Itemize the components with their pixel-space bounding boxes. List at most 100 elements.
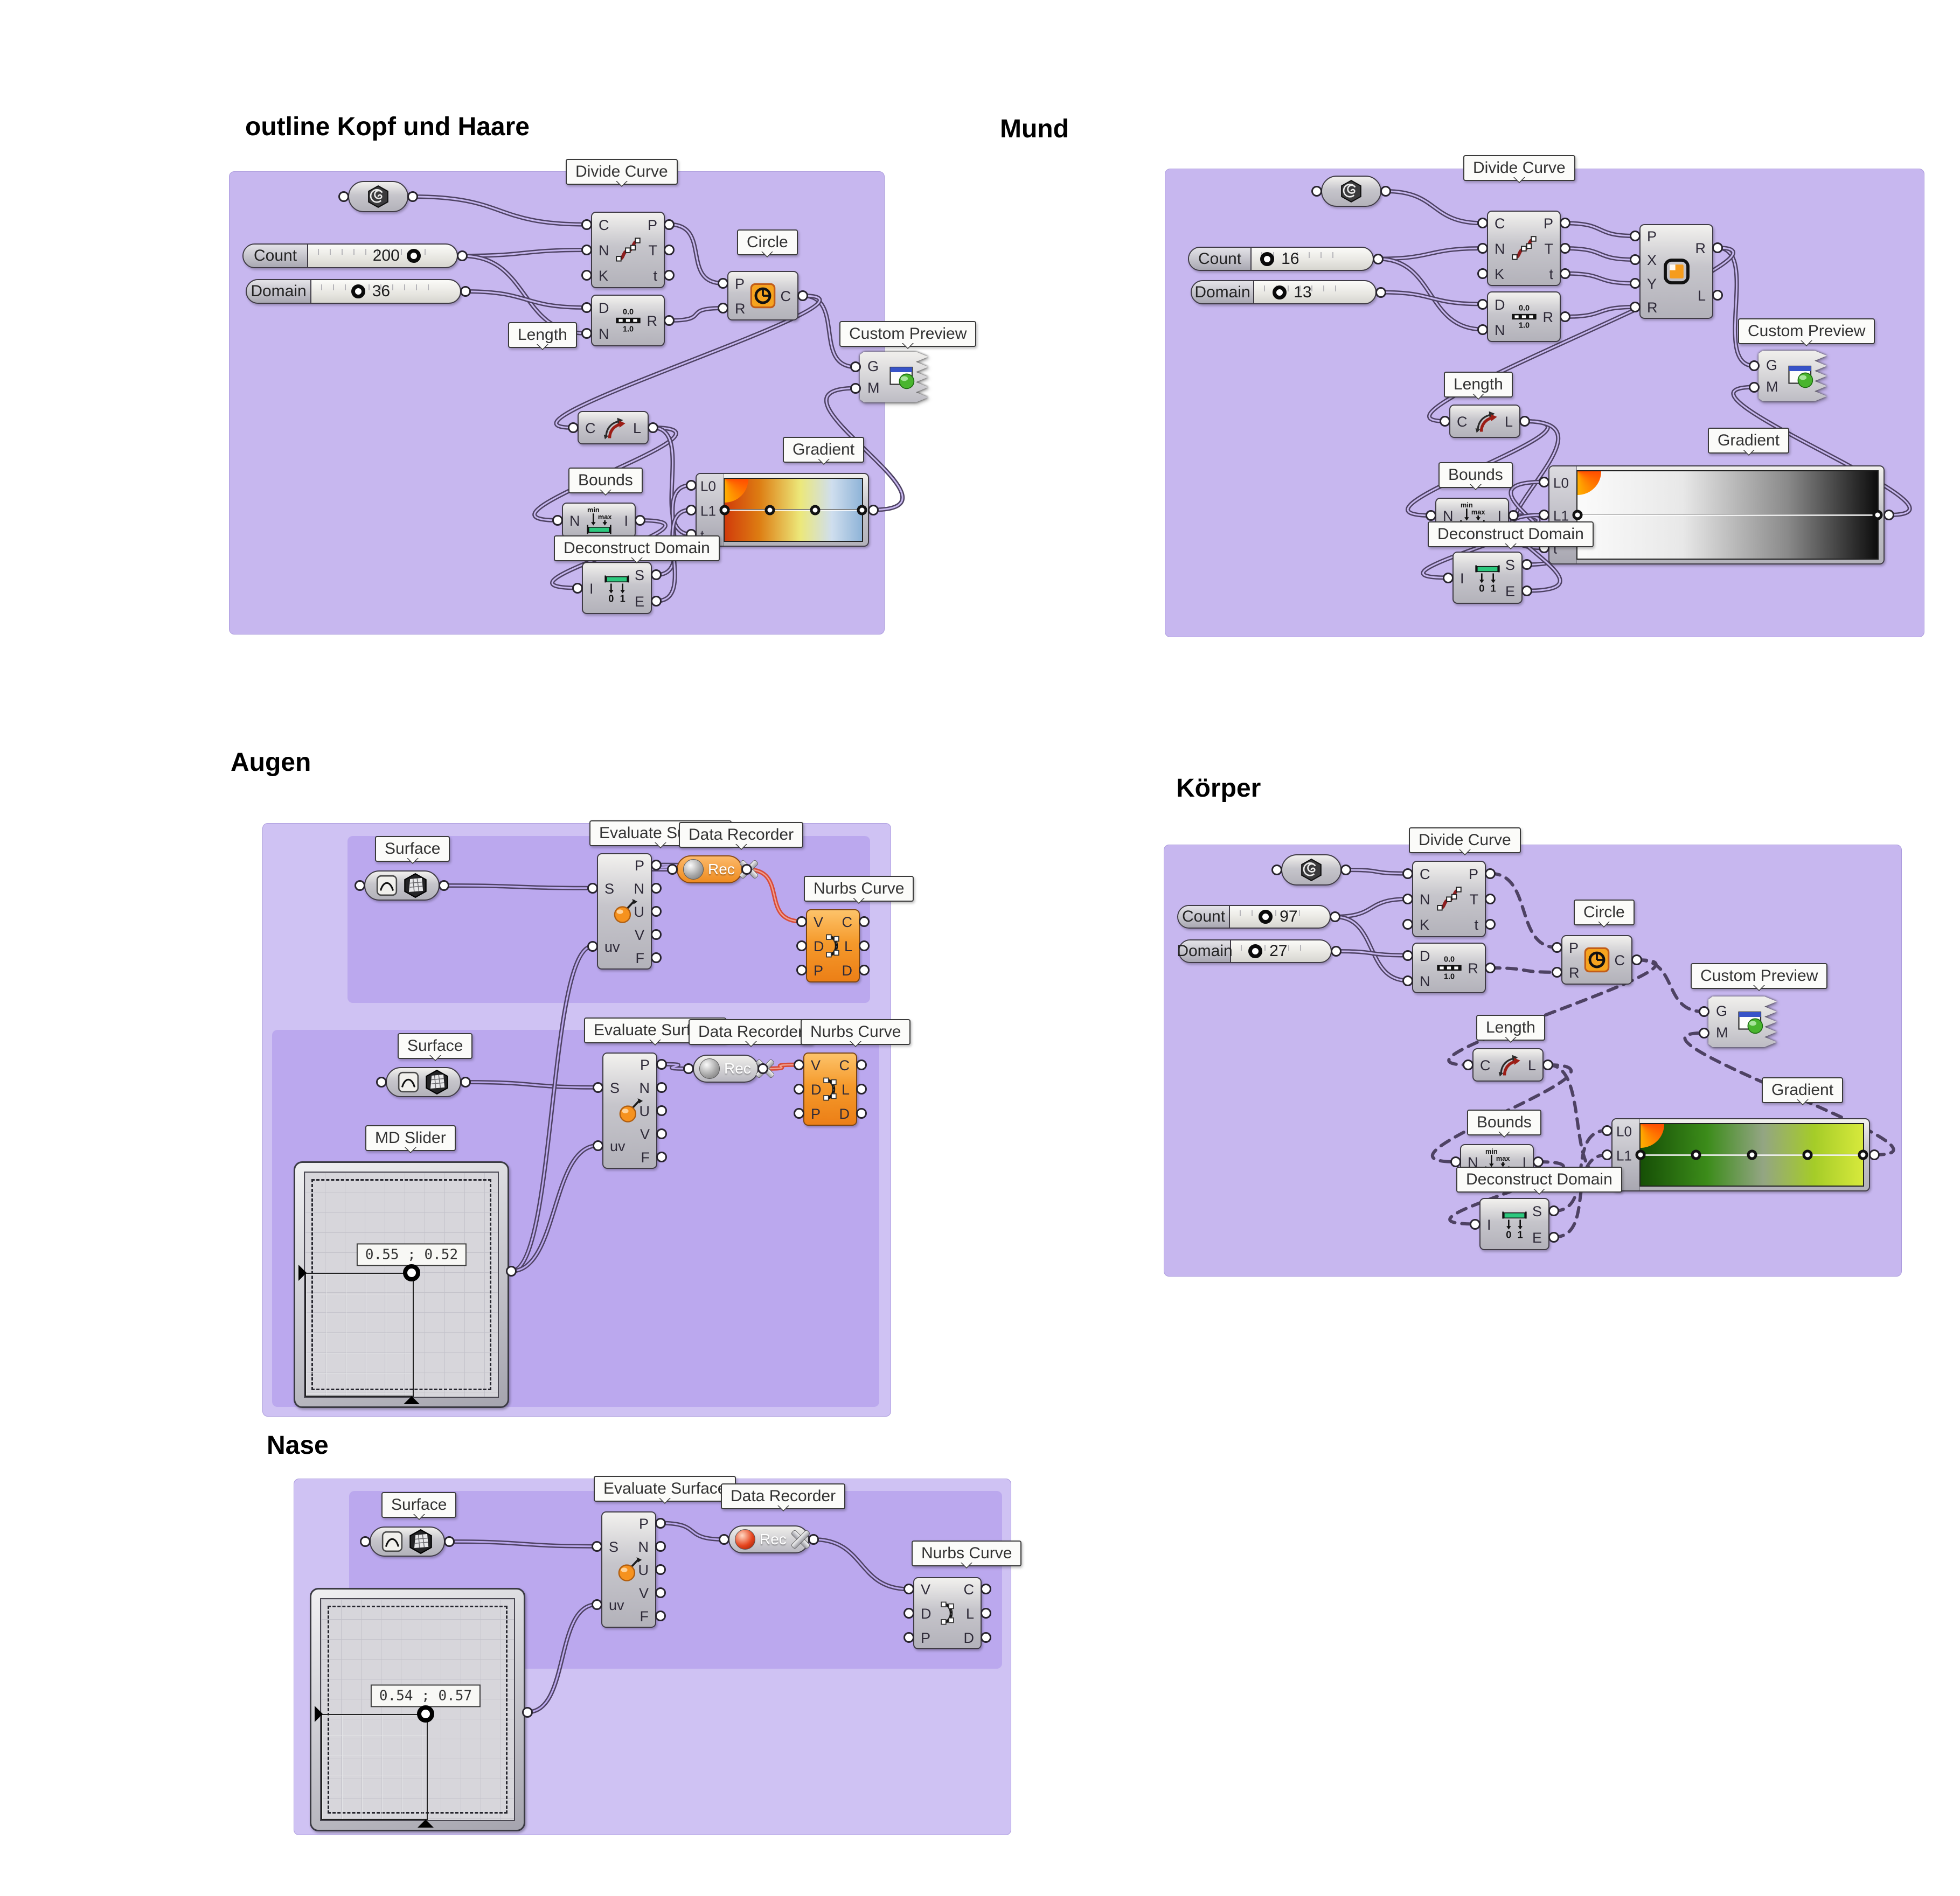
mund-rect-input-Y-port[interactable]: [1630, 278, 1641, 289]
koerper-gradient-input-L1-port[interactable]: [1602, 1149, 1613, 1160]
augen-nurbs-b-input-D-port[interactable]: [794, 1084, 804, 1095]
kopf-curve-output-out-port[interactable]: [407, 191, 418, 202]
mund-deconstruct-output-E-port[interactable]: [1521, 585, 1532, 596]
md-slider[interactable]: 0.55 ; 0.52: [294, 1161, 509, 1408]
gradient-grip[interactable]: [1858, 1149, 1868, 1160]
augen-nurbs-b-output-D-port[interactable]: [856, 1108, 867, 1119]
mund-count-output-out-port[interactable]: [1373, 253, 1384, 264]
nase-nurbs-input-D-port[interactable]: [903, 1608, 914, 1619]
augen-nurbs-a-output-C-port[interactable]: [859, 916, 870, 927]
gradient-grip[interactable]: [1572, 510, 1583, 520]
mund-rect-input-P-port[interactable]: [1630, 231, 1641, 241]
augen-mdslider-output-out-port[interactable]: [506, 1265, 517, 1277]
gradient-grip[interactable]: [764, 505, 775, 515]
kopf-gradient-output-out-port[interactable]: [868, 504, 879, 515]
kopf-range-input-D-port[interactable]: [581, 302, 592, 313]
augen-evaluate-b-output-U-port[interactable]: [656, 1105, 667, 1116]
nase-nurbs-output-C-port[interactable]: [981, 1584, 991, 1595]
augen-nurbs-a-input-P-port[interactable]: [796, 965, 807, 976]
koerper-count-output-out-port[interactable]: [1330, 911, 1340, 922]
kopf-preview-input-M-port[interactable]: [850, 382, 861, 394]
nase-nurbs-output-L-port[interactable]: [981, 1608, 991, 1619]
nase-evaluate-output-V-port[interactable]: [655, 1587, 666, 1599]
mund-divide-input-N-port[interactable]: [1477, 243, 1488, 254]
data-recorder-node[interactable]: Rec: [728, 1525, 809, 1553]
augen-evaluate-b-output-N-port[interactable]: [656, 1082, 667, 1093]
nase-mdslider-output-out-port[interactable]: [522, 1706, 533, 1718]
slider-knob[interactable]: [1259, 910, 1273, 924]
kopf-circle-output-C-port[interactable]: [797, 290, 808, 301]
augen-recorder-a-input-in-port[interactable]: [667, 864, 678, 875]
curve-param[interactable]: [1321, 176, 1381, 207]
kopf-divide-input-N-port[interactable]: [581, 245, 592, 255]
koerper-range-input-N-port[interactable]: [1402, 975, 1413, 986]
kopf-gradient-input-L1-port[interactable]: [686, 504, 697, 515]
augen-surface-a-input-in-port[interactable]: [355, 880, 365, 891]
koerper-curve-output-out-port[interactable]: [1340, 865, 1351, 875]
gradient-grip[interactable]: [857, 505, 867, 515]
augen-recorder-a-output-out-port[interactable]: [741, 864, 752, 875]
augen-recorder-b-input-in-port[interactable]: [683, 1063, 694, 1074]
kopf-curve-input-in-port[interactable]: [338, 191, 349, 202]
koerper-divide-output-P-port[interactable]: [1485, 868, 1496, 879]
gradient-grip[interactable]: [1691, 1149, 1701, 1160]
surface-param[interactable]: [370, 1526, 445, 1557]
data-recorder-node[interactable]: Rec: [677, 855, 742, 883]
koerper-circle-input-P-port[interactable]: [1552, 942, 1562, 953]
record-indicator-icon[interactable]: [683, 859, 704, 880]
curve-param[interactable]: [348, 181, 408, 212]
kopf-circle-input-R-port[interactable]: [718, 303, 728, 313]
kopf-bounds-output-I-port[interactable]: [635, 515, 645, 526]
koerper-range-output-R-port[interactable]: [1485, 963, 1496, 973]
nase-evaluate-input-S-port[interactable]: [592, 1541, 602, 1552]
nase-nurbs-input-P-port[interactable]: [903, 1632, 914, 1643]
gradient-grip[interactable]: [1747, 1149, 1757, 1160]
nase-evaluate-input-uv-port[interactable]: [592, 1599, 602, 1610]
mund-gradient-input-L1-port[interactable]: [1539, 510, 1549, 520]
mund-rect-output-L-port[interactable]: [1712, 290, 1723, 301]
kopf-bounds-input-N-port[interactable]: [552, 515, 563, 526]
koerper-bounds-output-I-port[interactable]: [1533, 1156, 1544, 1167]
nase-evaluate-output-P-port[interactable]: [655, 1517, 666, 1529]
kopf-length-input-C-port[interactable]: [568, 422, 579, 433]
koerper-bounds-input-N-port[interactable]: [1450, 1156, 1461, 1167]
md-slider[interactable]: 0.54 ; 0.57: [310, 1588, 525, 1831]
augen-surface-b-input-in-port[interactable]: [376, 1077, 387, 1088]
augen-evaluate-a-input-uv-port[interactable]: [587, 940, 598, 952]
mund-rect-input-R-port[interactable]: [1630, 302, 1641, 312]
mund-domain-output-out-port[interactable]: [1375, 287, 1386, 298]
gradient-grip[interactable]: [1872, 510, 1883, 520]
gradient-grip[interactable]: [1802, 1149, 1813, 1160]
slider-knob[interactable]: [1260, 252, 1275, 266]
nase-surface-input-in-port[interactable]: [360, 1536, 371, 1547]
mund-divide-input-K-port[interactable]: [1477, 268, 1488, 279]
augen-recorder-b-output-out-port[interactable]: [757, 1063, 768, 1074]
kopf-count-output-out-port[interactable]: [457, 250, 468, 261]
kopf-gradient-input-L0-port[interactable]: [686, 479, 697, 491]
mund-range-input-D-port[interactable]: [1477, 298, 1488, 310]
mund-curve-input-in-port[interactable]: [1311, 186, 1322, 197]
nase-evaluate-output-F-port[interactable]: [655, 1611, 666, 1622]
